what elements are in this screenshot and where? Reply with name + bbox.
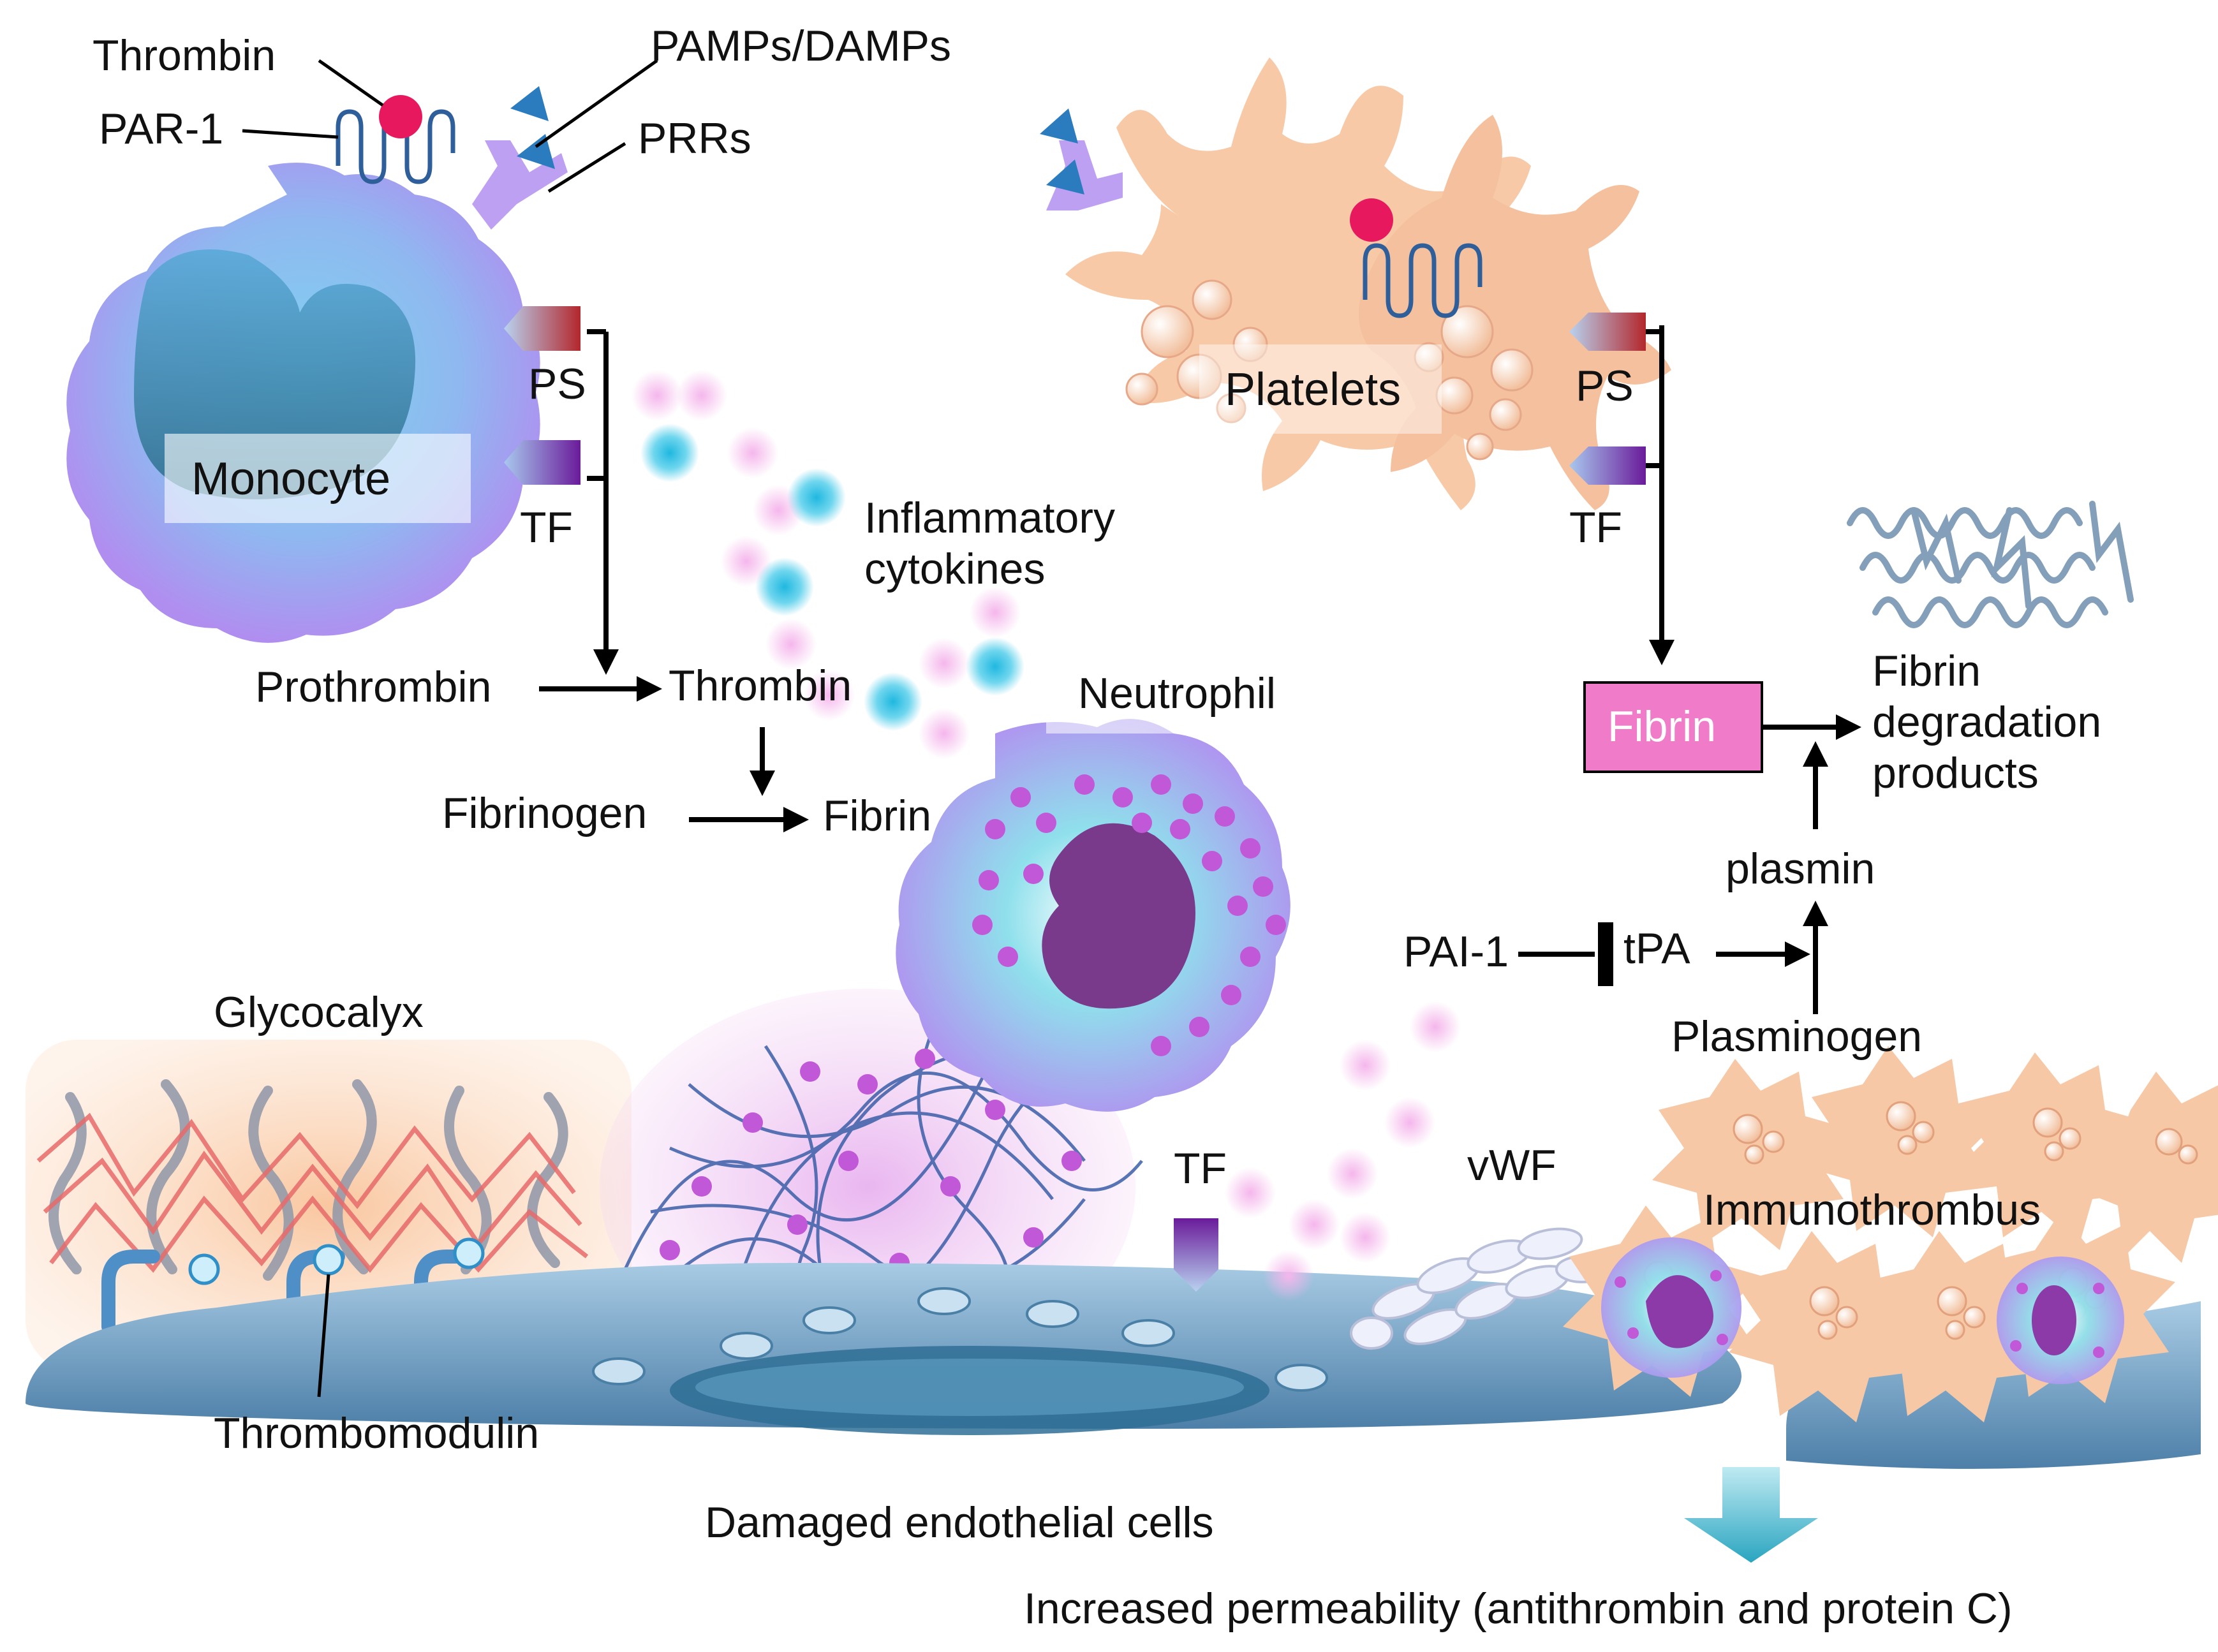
pathway-arrows [242, 59, 1861, 1398]
permeability-down-arrow [1684, 1467, 1818, 1563]
neutrophil-nucleus [1042, 823, 1195, 1009]
immunothrombus-neutrophils [1601, 1237, 2124, 1384]
platelet-thrombin-ball [1350, 198, 1393, 242]
label-thrombin-mid: Thrombin [669, 661, 852, 710]
label-thrombomodulin: Thrombomodulin [214, 1409, 539, 1457]
label-fdp-products: products [1872, 749, 2039, 797]
label-platelets: Platelets [1225, 364, 1401, 415]
platelet-granules [1125, 279, 1534, 461]
monocyte-pamp-triangle-1 [510, 86, 549, 121]
label-tf-left: TF [520, 503, 573, 552]
par1-pointer [242, 129, 339, 139]
monocyte-label-box [165, 434, 471, 523]
label-prrs: PRRs [638, 114, 751, 163]
label-immunothrombus: Immunothrombus [1703, 1186, 2041, 1234]
platelets [1040, 57, 1671, 510]
label-inflammatory: Inflammatory [864, 494, 1115, 542]
tf-endothelial [1174, 1218, 1218, 1292]
label-vwf: vWF [1467, 1141, 1556, 1190]
label-fdp-degradation: degradation [1872, 698, 2101, 746]
label-tf-right: TF [1569, 503, 1622, 552]
label-ps-right: PS [1576, 362, 1634, 410]
label-par1: PAR-1 [99, 105, 223, 153]
neutrophil [896, 663, 1290, 1112]
platelet-tf-marker [1569, 446, 1646, 485]
label-tf-endothelial: TF [1174, 1144, 1227, 1193]
label-thrombin-top: Thrombin [92, 31, 276, 80]
label-pai1: PAI-1 [1403, 927, 1509, 976]
monocyte [66, 86, 580, 643]
neutrophil-granules [972, 774, 1286, 1056]
label-plasmin: plasmin [1726, 844, 1875, 893]
vwf-multimers [1350, 1227, 1609, 1350]
monocyte-thrombin-ball [379, 95, 422, 138]
monocyte-tf-marker [504, 440, 580, 485]
platelet-prr-receptor [1046, 140, 1123, 210]
label-fdp-fibrin: Fibrin [1872, 647, 1981, 695]
immunothrombus [1563, 1046, 2218, 1422]
label-ps-left: PS [528, 360, 586, 408]
monocyte-pamp-triangle-2 [517, 134, 555, 169]
labels: Thrombin PAR-1 PAMPs/DAMPs PRRs Monocyte… [92, 22, 2101, 1633]
label-glycocalyx: Glycocalyx [214, 988, 424, 1036]
endothelial-vesicles [592, 1287, 1328, 1392]
label-cytokines: cytokines [864, 545, 1045, 593]
pai1-inhibition-bar [1598, 922, 1613, 986]
label-prothrombin: Prothrombin [255, 663, 491, 711]
tf-endothelial-marker [1174, 1218, 1218, 1292]
label-fibrinogen: Fibrinogen [442, 789, 647, 837]
thrombin-pointer [318, 59, 384, 107]
label-fibrin-box: Fibrin [1608, 702, 1716, 751]
fibrin-strands [1847, 501, 2134, 628]
pamps-pointer [535, 59, 658, 149]
platelet-ps-marker [1569, 313, 1646, 351]
label-plasminogen: Plasminogen [1671, 1012, 1922, 1061]
glycocalyx-chains [36, 1112, 589, 1273]
monocyte-ps-marker [504, 306, 580, 351]
label-damaged-endothelial-cells: Damaged endothelial cells [705, 1498, 1214, 1547]
platelet-body-2 [1359, 115, 1671, 510]
platelet-pamp-triangle-1 [1040, 108, 1078, 144]
monocyte-prr-receptor [472, 140, 568, 230]
label-tpa: tPA [1623, 924, 1690, 973]
label-neutrophil: Neutrophil [1078, 669, 1276, 718]
neutrophil-label-box [1046, 663, 1276, 734]
label-fibrin-left: Fibrin [823, 792, 931, 840]
fibrin-box [1583, 681, 1763, 773]
label-monocyte: Monocyte [191, 454, 390, 505]
platelets-label-box [1199, 344, 1442, 434]
thrombomodulin-pointer [317, 1274, 330, 1398]
label-pamps-damps: PAMPs/DAMPs [651, 22, 951, 70]
platelet-par1-receptor [1363, 243, 1482, 318]
thrombomodulin-receptors [101, 1237, 485, 1334]
label-increased-permeability: Increased permeability (antithrombin and… [1024, 1584, 2013, 1633]
prrs-pointer [547, 142, 626, 193]
inflammatory-cytokines [632, 370, 1461, 1301]
platelet-pamp-triangle-2 [1046, 159, 1084, 195]
